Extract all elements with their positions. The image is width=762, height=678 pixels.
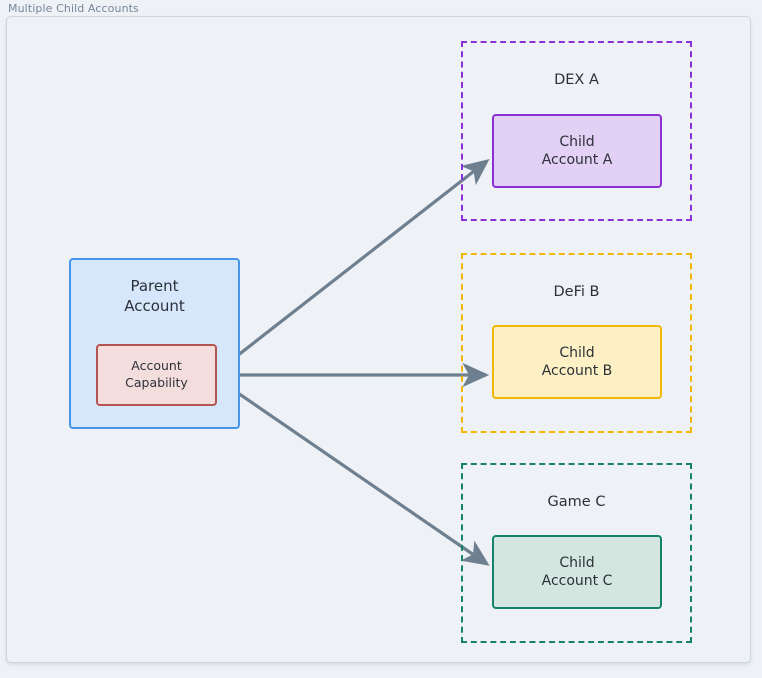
child-account-c-label-line2: Account C — [541, 573, 613, 589]
account-capability-node[interactable]: Account Capability — [96, 344, 217, 406]
group-game-c-label: Game C — [547, 494, 606, 510]
group-game-c: Game C — [461, 463, 692, 643]
group-dex-a: DEX A — [461, 41, 692, 221]
group-defi-b: DeFi B — [461, 253, 692, 433]
parent-account-label-line2: Account — [124, 296, 185, 315]
group-dex-a-label: DEX A — [554, 72, 599, 88]
child-account-b-label-line1: Child — [559, 344, 595, 361]
child-account-a-node[interactable]: Child Account A — [492, 114, 662, 188]
child-account-a-label-line2: Account A — [541, 152, 613, 168]
account-capability-label-line2: Capability — [125, 375, 188, 390]
account-capability-label-line1: Account — [131, 358, 182, 374]
diagram-title: Multiple Child Accounts — [8, 2, 139, 15]
parent-account-label-line1: Parent — [130, 277, 179, 295]
child-account-c-node[interactable]: Child Account C — [492, 535, 662, 609]
child-account-b-label-line2: Account B — [541, 363, 613, 379]
child-account-c-label-line1: Child — [559, 554, 595, 571]
parent-account-node[interactable]: Parent Account Account Capability — [69, 258, 240, 429]
group-defi-b-label: DeFi B — [553, 284, 600, 300]
child-account-a-label-line1: Child — [559, 133, 595, 150]
child-account-b-node[interactable]: Child Account B — [492, 325, 662, 399]
